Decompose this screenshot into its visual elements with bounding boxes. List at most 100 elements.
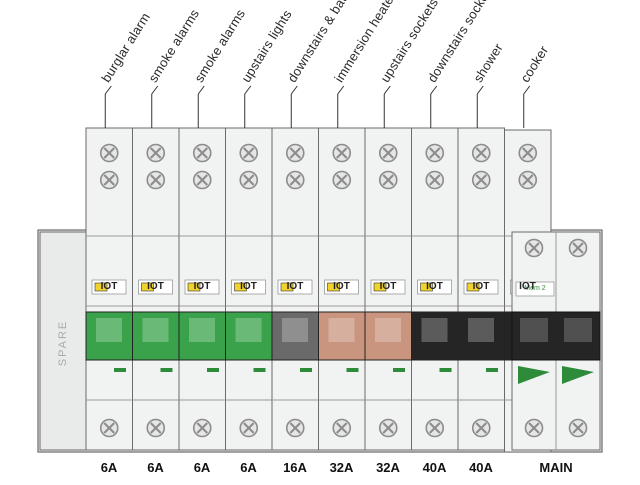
breaker-8-handle xyxy=(411,311,459,361)
breaker-4-screw-bottom-slot-b xyxy=(243,422,255,434)
breaker-8-screw-bottom-slot-b xyxy=(429,422,441,434)
breaker-3-screw-top-1-slot-b xyxy=(196,147,208,159)
spare-blank-plate xyxy=(39,231,87,451)
breaker-6-screw-top-1-slot-b xyxy=(336,147,348,159)
breaker-4-screw-top-2-slot-b xyxy=(243,174,255,186)
breaker-9-handle xyxy=(457,311,505,361)
breaker-6-handle-highlight xyxy=(328,318,355,342)
breaker-6-window-flag xyxy=(327,282,340,292)
breaker-2-rating: 6A xyxy=(147,460,164,475)
breaker-2-screw-top-2-slot-b xyxy=(150,174,162,186)
breaker-10-screw-top-2-slot-b xyxy=(522,174,534,186)
breaker-1-screw-bottom-slot-b xyxy=(103,422,115,434)
breaker-10-leader-tip xyxy=(523,85,531,95)
breaker-7-screw-top-2-slot-b xyxy=(382,174,394,186)
main-switch-text: Mem 2 xyxy=(524,285,546,292)
main-switch-screw-bottom-1-slot-b xyxy=(528,422,540,434)
breaker-8-screw-top-2-slot-b xyxy=(429,174,441,186)
breaker-6-status-mark xyxy=(346,368,359,372)
breaker-7-status-mark xyxy=(393,368,405,372)
breaker-8-screw-top-1-slot-b xyxy=(429,147,441,159)
main-switch-handle-highlight-1 xyxy=(520,318,548,342)
breaker-5-screw-top-2-slot-b xyxy=(289,174,301,186)
breaker-9-screw-top-1-slot-b xyxy=(475,147,487,159)
breaker-10-brand: IOT xyxy=(519,281,536,292)
breaker-2-leader-tip xyxy=(151,85,159,95)
breaker-7-handle-highlight xyxy=(375,318,401,342)
breaker-6-rating: 32A xyxy=(329,460,354,475)
breaker-1-screw-top-2-slot-b xyxy=(103,174,115,186)
main-switch-screw-top-1-slot-b xyxy=(528,242,540,254)
breaker-7-brand: IOT xyxy=(379,281,397,292)
breaker-3-status-mark xyxy=(207,368,219,372)
breaker-7-leader-tip xyxy=(383,85,391,95)
breaker-7-rating: 32A xyxy=(376,460,400,475)
breaker-3-window-flag xyxy=(187,282,201,292)
breaker-8-status-mark xyxy=(439,368,452,372)
breaker-5-handle-highlight xyxy=(282,318,308,342)
breaker-1-status-mark xyxy=(114,368,126,372)
breaker-2-window-flag xyxy=(141,282,154,292)
breaker-4-status-mark xyxy=(253,368,266,372)
breaker-5-handle xyxy=(271,311,319,361)
breaker-2-screw-bottom-slot-b xyxy=(150,422,162,434)
breaker-7-screw-bottom-slot-b xyxy=(382,422,394,434)
breaker-4-screw-top-1-slot-b xyxy=(243,147,255,159)
breaker-6-screw-top-2-slot-b xyxy=(336,174,348,186)
breaker-9-status-mark xyxy=(486,368,498,372)
breaker-1-brand: IOT xyxy=(100,281,118,292)
breaker-1-leader-tip xyxy=(104,85,112,95)
main-rating-label: MAIN xyxy=(539,460,573,475)
breaker-3-screw-top-2-slot-b xyxy=(196,174,208,186)
breaker-7-screw-top-1-slot-b xyxy=(382,147,394,159)
main-switch-flag-1 xyxy=(518,366,550,384)
breaker-6-brand: IOT xyxy=(333,281,350,292)
breaker-9-screw-bottom-slot-b xyxy=(475,422,487,434)
spare-label: SPARE xyxy=(57,319,70,367)
main-switch-screw-bottom-2-slot-b xyxy=(572,422,584,434)
breaker-3-handle-highlight xyxy=(189,318,215,342)
breaker-8-window-flag xyxy=(420,282,433,292)
breaker-2-handle-highlight xyxy=(142,318,169,342)
breaker-9-window-flag xyxy=(466,282,480,292)
breaker-4-handle xyxy=(225,311,273,361)
breaker-5-brand: IOT xyxy=(286,281,304,292)
breaker-7-handle xyxy=(364,311,412,361)
breaker-5-leader-tip xyxy=(290,85,298,95)
breaker-2-brand: IOT xyxy=(147,281,164,292)
breaker-5-screw-bottom-slot-b xyxy=(289,422,301,434)
breaker-9-rating: 40A xyxy=(469,460,493,475)
main-switch-handle xyxy=(511,311,601,361)
main-switch-screw-top-2-slot-b xyxy=(572,242,584,254)
breaker-3-screw-bottom-slot-b xyxy=(196,422,208,434)
breaker-5-window-flag xyxy=(280,282,294,292)
breaker-4-handle-highlight xyxy=(235,318,262,342)
breaker-3-handle xyxy=(178,311,226,361)
breaker-1-screw-top-1-slot-b xyxy=(103,147,115,159)
breaker-2-screw-top-1-slot-b xyxy=(150,147,162,159)
breaker-2-handle xyxy=(132,311,180,361)
breaker-5-status-mark xyxy=(300,368,312,372)
breaker-3-brand: IOT xyxy=(193,281,211,292)
breaker-2-status-mark xyxy=(160,368,173,372)
breaker-9-handle-highlight xyxy=(468,318,494,342)
breaker-8-handle-highlight xyxy=(421,318,448,342)
spare-blank: SPARE xyxy=(40,238,86,448)
breaker-6-leader-tip xyxy=(337,85,345,95)
breaker-1-handle-highlight xyxy=(96,318,122,342)
breaker-7-window-flag xyxy=(373,282,387,292)
breaker-8-rating: 40A xyxy=(422,460,447,475)
breaker-5-rating: 16A xyxy=(283,460,307,475)
main-switch-flag-2 xyxy=(562,366,594,384)
breaker-3-rating: 6A xyxy=(193,460,211,475)
breaker-1-window-flag xyxy=(94,282,108,292)
main-switch-window xyxy=(515,281,555,297)
breaker-6-screw-bottom-slot-b xyxy=(336,422,348,434)
breaker-1-handle xyxy=(85,311,133,361)
breaker-1-rating: 6A xyxy=(100,460,118,475)
breaker-5-screw-top-1-slot-b xyxy=(289,147,301,159)
main-switch-handle-highlight-2 xyxy=(564,318,592,342)
breaker-4-leader-tip xyxy=(244,85,252,95)
